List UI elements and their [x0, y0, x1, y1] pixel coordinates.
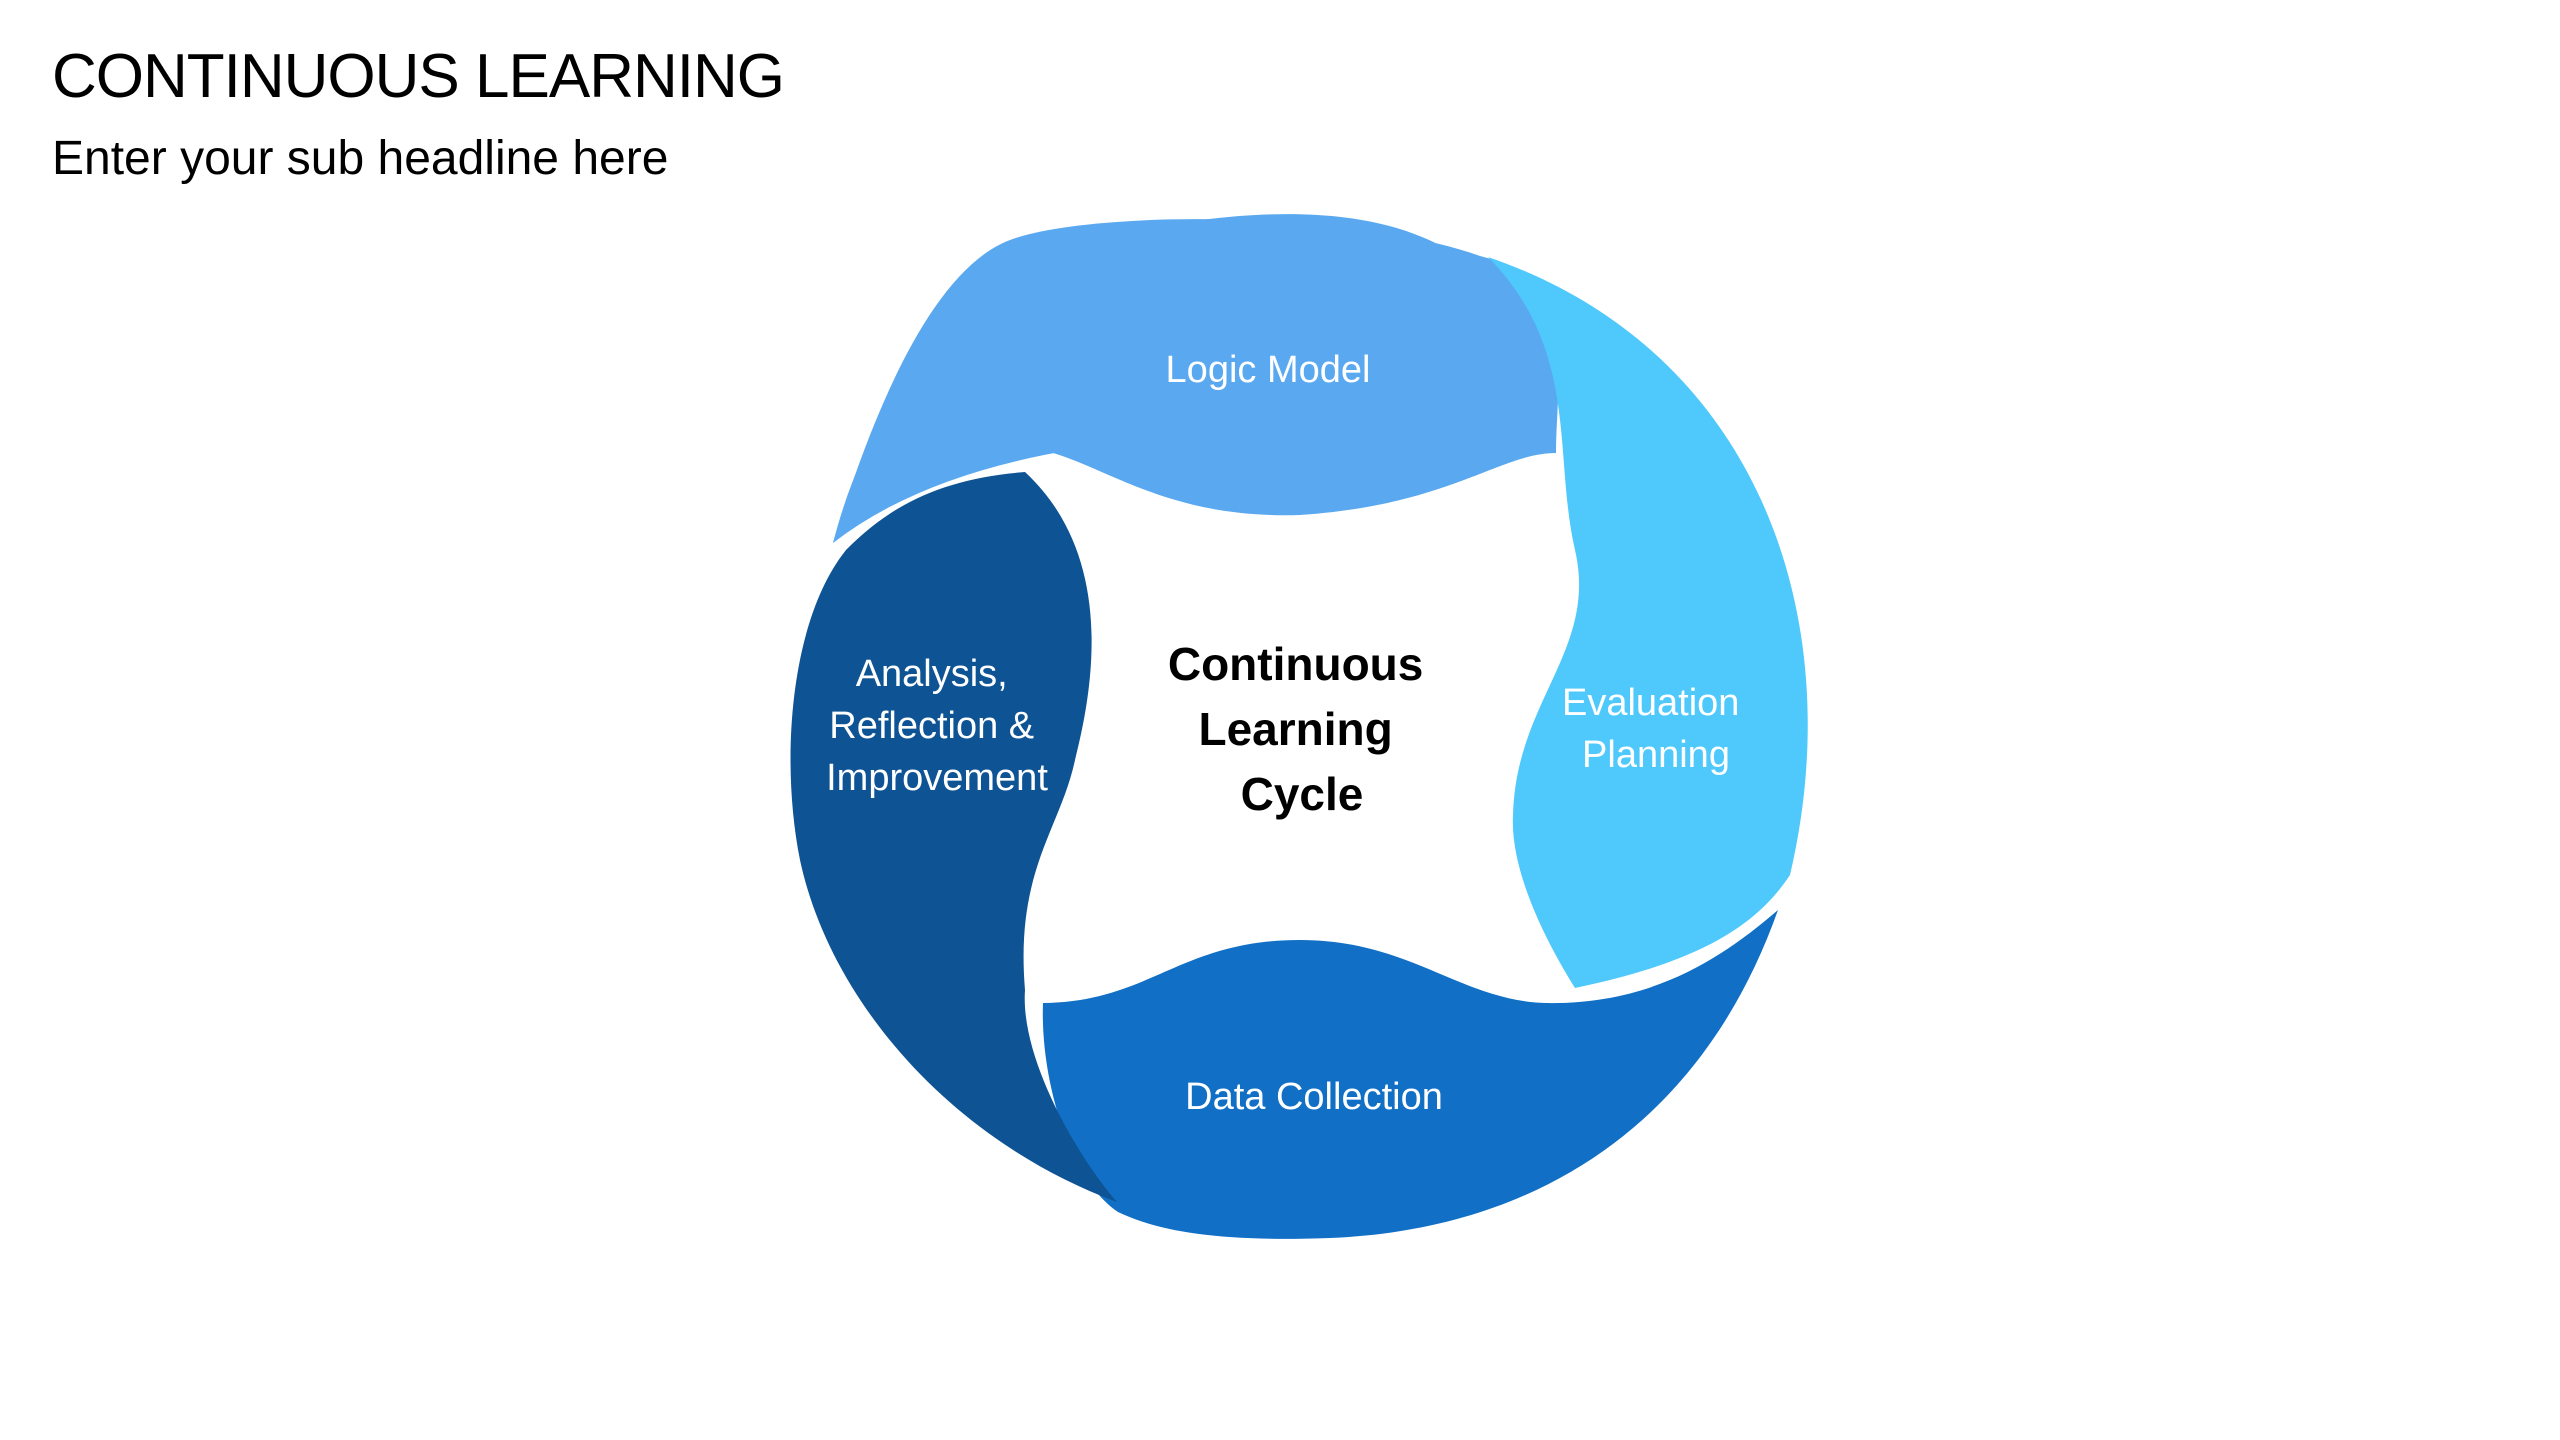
label-evaluation-planning: Evaluation Planning: [1562, 682, 1750, 776]
center-label-line: Learning: [1198, 703, 1392, 755]
center-label-line: Continuous: [1168, 638, 1424, 690]
segment-analysis-reflection: [790, 472, 1117, 1202]
label-evaluation-planning-line: Evaluation: [1562, 682, 1739, 724]
label-analysis-reflection-line: Analysis,: [856, 653, 1008, 695]
label-data-collection-line: Data Collection: [1185, 1076, 1443, 1118]
segment-evaluation-planning: [1488, 257, 1808, 988]
label-analysis-reflection: Analysis, Reflection & Improvement: [826, 653, 1048, 799]
label-evaluation-planning-line: Planning: [1582, 734, 1730, 776]
label-logic-model: Logic Model: [1166, 349, 1371, 391]
center-label: Continuous Learning Cycle: [1168, 638, 1436, 820]
slide-subtitle: Enter your sub headline here: [52, 132, 669, 185]
center-label-line: Cycle: [1241, 768, 1364, 820]
slide-title: CONTINUOUS LEARNING: [52, 42, 785, 111]
label-logic-model-line: Logic Model: [1166, 349, 1371, 391]
segment-logic-model: [833, 214, 1556, 543]
label-data-collection: Data Collection: [1185, 1076, 1443, 1118]
label-analysis-reflection-line: Reflection &: [829, 705, 1034, 747]
label-analysis-reflection-line: Improvement: [826, 757, 1048, 799]
segment-data-collection: [1042, 910, 1778, 1239]
